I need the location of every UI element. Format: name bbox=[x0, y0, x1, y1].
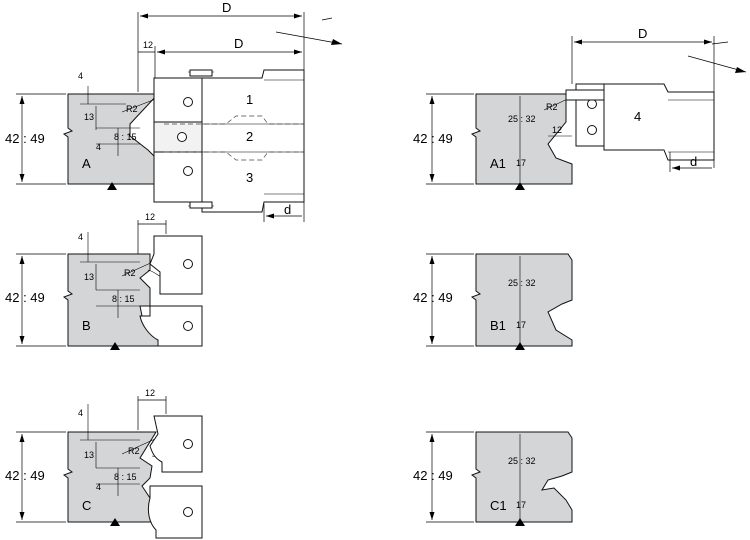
label-c1: C1 bbox=[490, 498, 507, 513]
view-a1: D A1 42 : 49 25 : 32 17 12 R2 4 d bbox=[413, 26, 747, 190]
dim-2532-a1: 25 : 32 bbox=[508, 114, 536, 124]
dim-17-a1: 17 bbox=[516, 158, 526, 168]
view-b: 12 B 42 : 49 4 13 8 : 15 R2 R1 bbox=[5, 212, 203, 350]
workpiece-a bbox=[62, 93, 163, 185]
radius-r2-c: R2 bbox=[128, 446, 140, 456]
dim-12-a: 12 bbox=[143, 40, 153, 50]
base-marker-b bbox=[110, 342, 120, 350]
view-b1: B1 42 : 49 25 : 32 17 bbox=[413, 253, 573, 350]
height-a: 42 : 49 bbox=[5, 131, 45, 146]
workpiece-b1 bbox=[470, 253, 573, 347]
label-b1: B1 bbox=[490, 318, 506, 333]
label-a1: A1 bbox=[490, 156, 506, 171]
dim-D-inner: D bbox=[234, 36, 243, 51]
label-c: C bbox=[82, 498, 91, 513]
dim-17-c1: 17 bbox=[516, 500, 526, 510]
dim-815-c: 8 : 15 bbox=[114, 472, 137, 482]
dim-12-a1: 12 bbox=[552, 125, 562, 135]
dim-d-a: d bbox=[284, 202, 291, 217]
dim-4-c-top: 4 bbox=[78, 408, 83, 418]
height-c1: 42 : 49 bbox=[413, 468, 453, 483]
dim-2532-b1: 25 : 32 bbox=[508, 278, 536, 288]
workpiece-a1 bbox=[470, 93, 573, 185]
tool-number-3: 3 bbox=[246, 170, 253, 185]
dim-13-b: 13 bbox=[84, 272, 94, 282]
dim-12-b: 12 bbox=[145, 212, 155, 222]
radius-r2-a: R2 bbox=[126, 104, 138, 114]
base-marker-c1 bbox=[515, 518, 525, 526]
height-c: 42 : 49 bbox=[5, 468, 45, 483]
dim-4-c-bot: 4 bbox=[96, 482, 101, 492]
label-b: B bbox=[82, 318, 91, 333]
tool-number-1: 1 bbox=[246, 92, 253, 107]
dim-13-c: 13 bbox=[84, 450, 94, 460]
dim-2532-c1: 25 : 32 bbox=[508, 456, 536, 466]
base-marker-b1 bbox=[515, 342, 525, 350]
dim-13-a: 13 bbox=[84, 112, 94, 122]
height-a1: 42 : 49 bbox=[413, 131, 453, 146]
height-b: 42 : 49 bbox=[5, 290, 45, 305]
view-c: 12 C 42 : 49 4 13 8 : 15 4 R2 R8 bbox=[5, 388, 203, 539]
tool-number-2: 2 bbox=[246, 129, 253, 144]
base-marker-c bbox=[110, 518, 120, 526]
radius-r2-b: R2 bbox=[124, 268, 136, 278]
label-a: A bbox=[82, 156, 91, 171]
workpiece-c1 bbox=[470, 431, 573, 523]
dim-d-a1: d bbox=[690, 154, 697, 169]
base-marker-a bbox=[107, 182, 117, 190]
view-a: D 12 D A 42 : 49 4 13 8 : 15 4 bbox=[5, 0, 343, 222]
dim-17-b1: 17 bbox=[516, 320, 526, 330]
height-b1: 42 : 49 bbox=[413, 290, 453, 305]
dim-4-a-top: 4 bbox=[78, 71, 83, 81]
dim-D-a1: D bbox=[638, 26, 647, 41]
view-c1: C1 42 : 49 25 : 32 17 bbox=[413, 431, 573, 526]
radius-r2-a1: R2 bbox=[546, 102, 558, 112]
dim-4-b-top: 4 bbox=[78, 232, 83, 242]
dim-12-c: 12 bbox=[145, 388, 155, 398]
dim-815-b: 8 : 15 bbox=[112, 294, 135, 304]
dim-4-a-bot: 4 bbox=[96, 142, 101, 152]
base-marker-a1 bbox=[515, 182, 525, 190]
dim-815-a: 8 : 15 bbox=[114, 132, 137, 142]
dim-D-top: D bbox=[222, 0, 231, 15]
tool-number-4: 4 bbox=[634, 109, 641, 124]
